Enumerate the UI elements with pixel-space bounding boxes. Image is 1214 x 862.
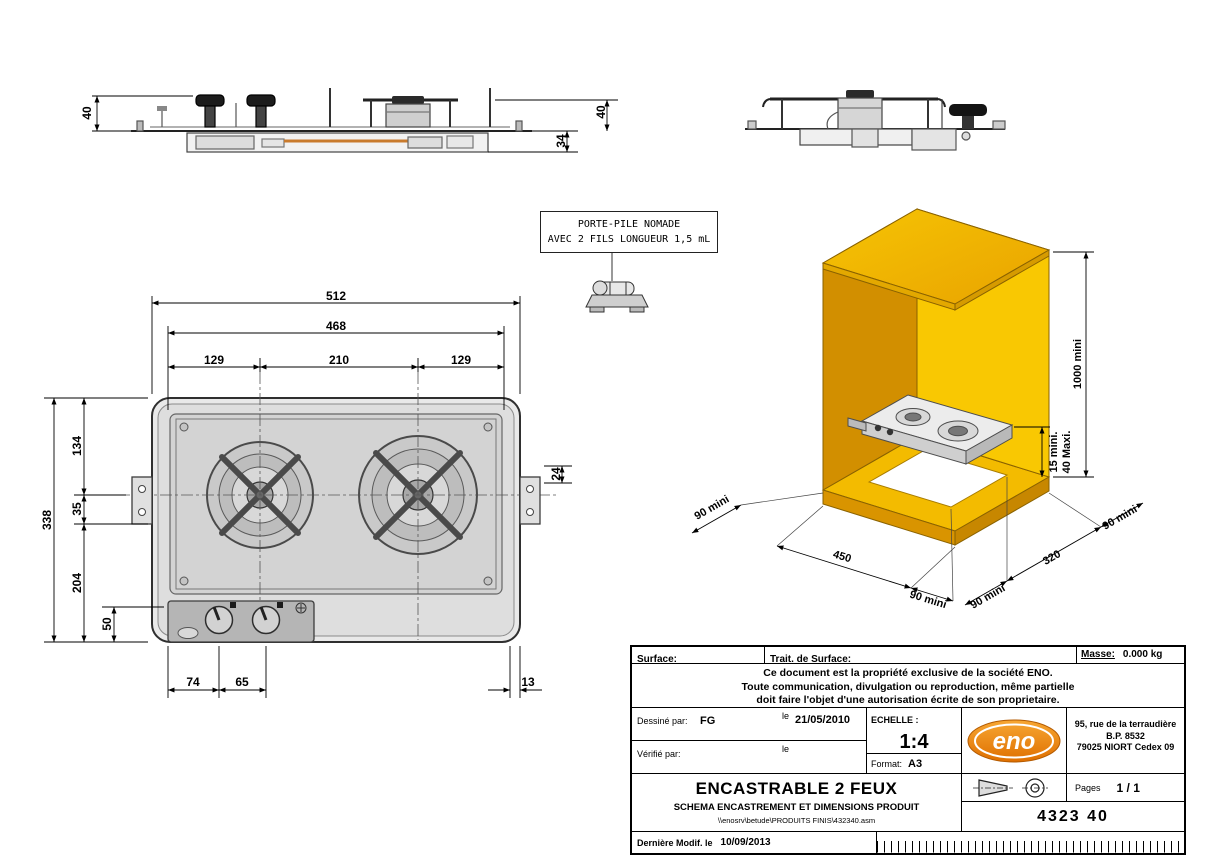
dim-50: 50 (100, 617, 114, 631)
copyright-line2: Toute communication, divulgation ou repr… (741, 680, 1075, 693)
le-label-1: le (782, 711, 790, 721)
doc-title-cell: ENCASTRABLE 2 FEUX SCHEMA ENCASTREMENT E… (632, 774, 962, 832)
format-cell: Format: A3 (867, 753, 962, 774)
address-cell: 95, rue de la terraudière B.P. 8532 7902… (1067, 708, 1184, 774)
dim-40-right: 40 (594, 105, 608, 119)
projection-symbol-icon (973, 777, 1048, 798)
copyright-line3: doit faire l'objet d'une autorisation éc… (756, 694, 1060, 706)
doc-reference: 4323 40 (1037, 807, 1109, 825)
surface-cell: Surface: (632, 647, 765, 665)
address-line2: B.P. 8532 (1106, 730, 1145, 741)
dim-side-view (92, 95, 618, 153)
dim-90-mini-right: 90 mini (1101, 503, 1140, 532)
scale-cell: ECHELLE : 1:4 (867, 708, 962, 753)
dim-338: 338 (40, 510, 54, 530)
doc-filepath: \\enosrv\betude\PRODUITS FINIS\432340.as… (717, 816, 876, 825)
dessine-value: FG (699, 715, 716, 727)
pages-value: 1 / 1 (1116, 780, 1140, 795)
checked-by-cell: Vérifié par: le (632, 741, 867, 774)
logo-cell: eno (962, 708, 1067, 774)
drawn-by-cell: Dessiné par: FG le 21/05/2010 (632, 708, 867, 741)
dim-35: 35 (70, 502, 84, 516)
doc-subtitle: SCHEMA ENCASTREMENT ET DIMENSIONS PRODUI… (673, 802, 920, 813)
doc-title: ENCASTRABLE 2 FEUX (695, 779, 898, 798)
dim-90-mini-bottom-left: 90 mini (908, 589, 948, 612)
battery-note-box: PORTE-PILE NOMADE AVEC 2 FILS LONGUEUR 1… (540, 211, 718, 253)
format-label: Format: (871, 758, 903, 769)
dim-134: 134 (70, 436, 84, 456)
echelle-value: 1:4 (899, 731, 929, 753)
battery-note-line1: PORTE-PILE NOMADE (577, 218, 681, 230)
projection-cell (962, 774, 1067, 802)
side-view-end (745, 90, 1006, 151)
eno-logo: eno (967, 719, 1061, 762)
pages-label: Pages (1075, 782, 1101, 793)
battery-note-line2: AVEC 2 FILS LONGUEUR 1,5 mL (547, 234, 711, 245)
eno-brand-text: eno (993, 728, 1036, 755)
dim-65: 65 (235, 675, 249, 689)
battery-holder-icon (585, 280, 649, 313)
masse-cell: Masse: 0.000 kg (1077, 647, 1184, 664)
address-line3: 79025 NIORT Cedex 09 (1076, 742, 1175, 752)
address-line1: 95, rue de la terraudière (1074, 719, 1177, 729)
le-label-2: le (782, 744, 790, 754)
masse-value: 0.000 kg (1122, 649, 1163, 660)
dim-plan-view (44, 296, 572, 698)
reference-cell: 4323 40 (962, 802, 1184, 832)
verifie-label: Vérifié par: (637, 749, 681, 759)
trait-surface-label: Trait. de Surface: (770, 654, 852, 665)
copyright-cell: Ce document est la propriété exclusive d… (632, 664, 1184, 708)
surface-label: Surface: (637, 654, 678, 665)
title-block: Surface: Trait. de Surface: Masse: 0.000… (630, 645, 1186, 855)
echelle-label: ECHELLE : (871, 715, 919, 725)
format-value: A3 (908, 757, 923, 770)
revision-ruler (877, 832, 1184, 853)
iso-hob (847, 394, 1014, 465)
dim-24: 24 (549, 467, 563, 481)
pages-cell: Pages 1 / 1 (1067, 774, 1184, 802)
dim-450: 450 (831, 548, 852, 565)
masse-label: Masse: (1081, 649, 1115, 660)
dessine-date: 21/05/2010 (795, 714, 851, 726)
dim-74: 74 (186, 675, 200, 689)
dim-1000-mini: 1000 mini (1072, 339, 1084, 389)
dim-40-left: 40 (80, 106, 94, 120)
dim-40-maxi: 40 Maxi. (1061, 431, 1073, 474)
modif-label: Dernière Modif. le (637, 837, 713, 848)
dim-468: 468 (326, 319, 346, 333)
dim-34: 34 (554, 134, 568, 148)
last-modified-cell: Dernière Modif. le 10/09/2013 (632, 832, 877, 853)
dim-129-left: 129 (204, 353, 224, 367)
dim-15-mini: 15 mini. (1048, 432, 1060, 473)
dim-90-mini-bottom-right: 90 mini (969, 582, 1008, 611)
copyright-line1: Ce document est la propriété exclusive d… (763, 667, 1053, 679)
side-view-front (131, 88, 532, 153)
dim-204: 204 (70, 573, 84, 593)
dessine-label: Dessiné par: (637, 716, 688, 726)
iso-view (821, 208, 1051, 546)
trait-surface-cell: Trait. de Surface: (765, 647, 1077, 665)
dim-129-right: 129 (451, 353, 471, 367)
dim-210: 210 (329, 353, 349, 367)
dim-13: 13 (521, 675, 535, 689)
modif-date: 10/09/2013 (720, 837, 771, 848)
dim-512: 512 (326, 289, 346, 303)
dim-90-mini-left: 90 mini (693, 493, 732, 522)
plan-view (118, 372, 558, 643)
dim-iso-view (691, 251, 1144, 606)
